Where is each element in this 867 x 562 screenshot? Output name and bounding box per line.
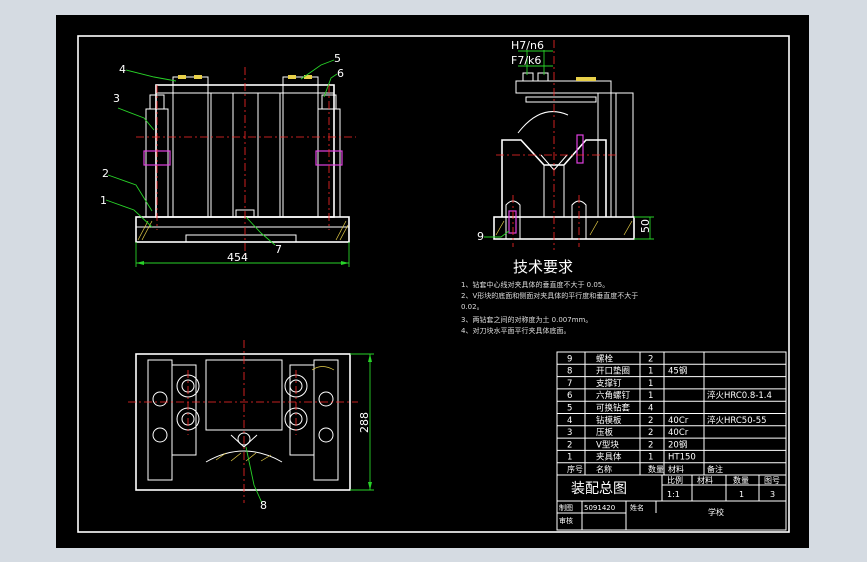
weight-label: 材料 (697, 475, 713, 485)
bom-cell-name: 六角螺钉 (596, 390, 631, 401)
drawing-canvas: 454 1 2 3 4 5 6 7 (77, 35, 790, 533)
bom-cell-no: 3 (567, 428, 572, 438)
bom-cell-material: 材料 (668, 464, 684, 474)
bom-cell-note: 淬火HRC0.8-1.4 (707, 390, 772, 401)
fit-h7n6: H7/n6 (511, 39, 544, 52)
bom-cell-qty: 数量 (648, 464, 664, 474)
balloon-6: 6 (337, 67, 344, 80)
top-body (135, 353, 351, 491)
balloon-1: 1 (100, 194, 107, 207)
front-base (135, 216, 350, 243)
bom-cell-no: 序号 (567, 464, 583, 474)
balloon-8: 8 (260, 499, 267, 512)
bom-cell-qty: 1 (648, 453, 653, 463)
front-base-hatch (137, 220, 349, 241)
side-view: H7/n6 F7/k6 50 9 (477, 39, 654, 250)
scale-label: 比例 (667, 475, 683, 485)
bom-cell-qty: 2 (648, 428, 653, 438)
bom-cell-material: 40Cr (668, 416, 689, 426)
cad-viewport[interactable]: 454 1 2 3 4 5 6 7 (56, 15, 809, 548)
qty-label: 数量 (733, 475, 749, 485)
balloon-4: 4 (119, 63, 126, 76)
sheet-label: 图号 (764, 476, 780, 485)
bom-cell-name: 夹具体 (596, 452, 622, 463)
top-view: 288 8 (128, 340, 374, 512)
note-2: 2、V形块的底面和侧面对夹具体的平行度和垂直度不大于 (461, 291, 638, 300)
bom-cell-no: 9 (567, 354, 572, 364)
balloon-3: 3 (113, 92, 120, 105)
bom-cell-qty: 1 (648, 391, 653, 401)
name-label: 姓名 (630, 503, 644, 512)
dim-50: 50 (639, 219, 652, 233)
bom-cell-qty: 1 (648, 379, 653, 389)
bom-cell-name: 可换钻套 (596, 403, 631, 414)
bom-cell-qty: 2 (648, 354, 653, 364)
bom-cell-no: 4 (567, 416, 572, 426)
balloon-5: 5 (334, 52, 341, 65)
qty-value: 1 (739, 490, 744, 499)
sheet-value: 3 (770, 490, 775, 499)
bom-cell-name: 螺栓 (596, 353, 614, 364)
note-2b: 0.02。 (461, 303, 484, 311)
bom-cell-no: 1 (567, 453, 572, 463)
bom-cell-no: 8 (567, 367, 572, 377)
school-label: 学校 (708, 507, 724, 517)
drawing-title: 装配总图 (571, 481, 627, 497)
balloon-7: 7 (275, 243, 282, 256)
front-view: 454 1 2 3 4 5 6 7 (100, 52, 356, 267)
notes-title: 技术要求 (513, 258, 573, 276)
bom-cell-name: 名称 (596, 464, 612, 474)
note-3: 3、两钻套之间的对称度为土 0.007mm。 (461, 315, 592, 324)
bom-cell-no: 7 (567, 379, 572, 389)
bom-cell-no: 2 (567, 440, 572, 450)
dim-288: 288 (358, 412, 371, 433)
note-1: 1、钻套中心线对夹具体的垂直度不大于 0.05。 (461, 280, 609, 289)
bom-cell-material: 40Cr (668, 428, 689, 438)
bom-cell-note: 淬火HRC50-55 (707, 415, 767, 426)
bom-cell-name: V型块 (596, 439, 619, 450)
drawn-value: 5091420 (584, 504, 615, 512)
bom-cell-no: 6 (567, 391, 572, 401)
balloon-2: 2 (102, 167, 109, 180)
bom-cell-qty: 2 (648, 440, 653, 450)
bom-cell-qty: 2 (648, 416, 653, 426)
drawn-label: 制图 (559, 503, 573, 512)
fit-f7k6: F7/k6 (511, 54, 541, 67)
bom-cell-note: 备注 (707, 464, 723, 474)
bom-cell-name: 压板 (596, 427, 614, 438)
balloon-9: 9 (477, 230, 484, 243)
scale-value: 1:1 (667, 490, 680, 499)
bom-cell-name: 支撑钉 (596, 378, 622, 389)
bom-cell-material: 20钢 (668, 439, 687, 450)
bom-cell-name: 钻模板 (596, 415, 622, 426)
note-4: 4、对刀块水平面平行夹具体底面。 (461, 326, 570, 335)
bom-cell-material: HT150 (668, 453, 696, 463)
checked-label: 审核 (559, 516, 573, 525)
bom-cell-qty: 1 (648, 367, 653, 377)
side-base (493, 216, 635, 240)
side-top-plate (515, 80, 612, 94)
dim-454: 454 (227, 251, 248, 264)
bom-cell-no: 5 (567, 404, 572, 414)
technical-notes: 技术要求 1、钻套中心线对夹具体的垂直度不大于 0.05。 2、V形块的底面和侧… (461, 258, 638, 335)
bom-cell-name: 开口垫圈 (596, 366, 630, 377)
bom-cell-qty: 4 (648, 404, 653, 414)
drawing-frame (77, 35, 790, 533)
bom-cell-material: 45钢 (668, 366, 687, 377)
bom-table: 9 螺栓 2 8 开口垫圈 1 45钢 7 支撑钉 1 6 六角螺钉 1 淬火HRC0.8-1.4 5 可换钻… (556, 351, 787, 531)
